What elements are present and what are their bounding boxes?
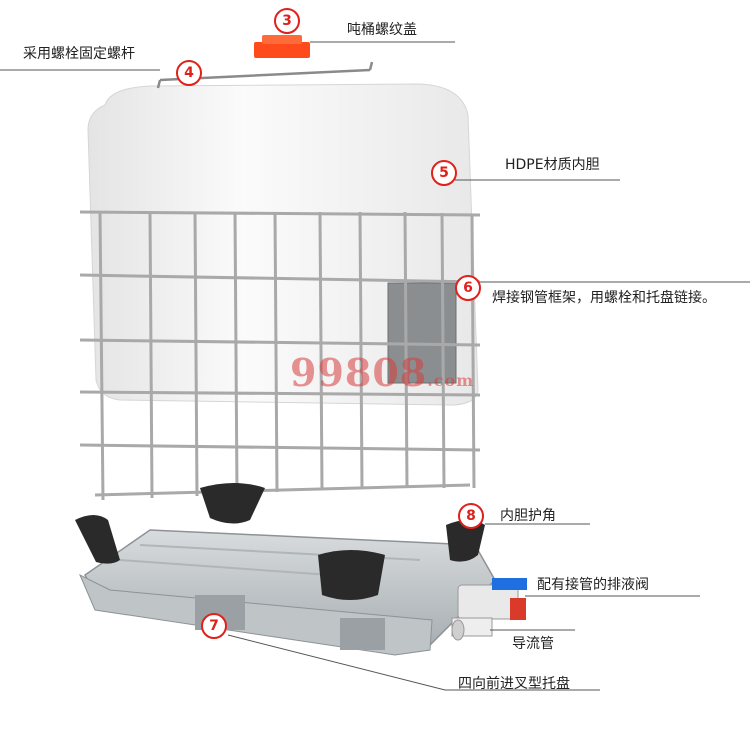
callout-3-marker: 3 bbox=[274, 8, 300, 34]
callout-8-marker: 8 bbox=[458, 503, 484, 529]
corner-protectors bbox=[75, 483, 485, 600]
drain-valve bbox=[451, 578, 527, 641]
label-hdpe-tank: HDPE材质内胆 bbox=[505, 157, 600, 173]
callout-7-marker: 7 bbox=[201, 613, 227, 639]
watermark: 99808.com bbox=[290, 350, 474, 395]
callout-4-marker: 4 bbox=[176, 60, 202, 86]
label-corner-protector: 内胆护角 bbox=[500, 508, 556, 524]
leader-lines bbox=[0, 41, 750, 691]
label-steel-frame: 焊接钢管框架，用螺栓和托盘链接。 bbox=[492, 290, 716, 306]
watermark-suffix: .com bbox=[427, 371, 475, 390]
pallet bbox=[79, 529, 496, 656]
label-screw-cap: 吨桶螺纹盖 bbox=[347, 22, 417, 38]
callout-6-marker: 6 bbox=[455, 275, 481, 301]
label-pallet: 四向前进叉型托盘 bbox=[458, 676, 570, 692]
label-threaded-rod: 采用螺栓固定螺杆 bbox=[23, 46, 135, 62]
label-drain-valve: 配有接管的排液阀 bbox=[537, 577, 649, 593]
watermark-main: 99808 bbox=[290, 350, 428, 395]
hdpe-tank bbox=[87, 83, 479, 406]
steel-frame bbox=[79, 210, 481, 501]
screw-cap bbox=[254, 35, 310, 58]
label-flow-tube: 导流管 bbox=[512, 636, 554, 652]
callout-5-marker: 5 bbox=[431, 160, 457, 186]
